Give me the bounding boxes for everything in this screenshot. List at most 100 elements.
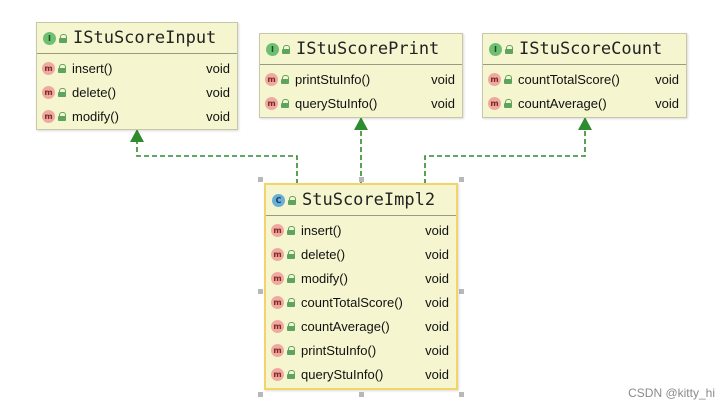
public-lock-icon [504,74,512,84]
selection-handle[interactable] [258,392,263,397]
method-return-type: void [431,71,455,87]
edge-impl-to-count [424,130,586,184]
method-row[interactable]: m delete() void [37,80,237,104]
method-name: countTotalScore() [518,71,620,87]
method-name: queryStuInfo() [301,366,384,382]
interface-header: I IStuScoreCount [483,34,686,65]
method-row[interactable]: m printStuInfo() void [260,67,462,91]
selection-handle[interactable] [459,392,464,397]
method-row[interactable]: m countAverage() void [483,91,686,115]
method-name: countAverage() [301,318,390,334]
method-row[interactable]: m queryStuInfo() void [266,362,456,386]
method-return-type: void [431,95,455,111]
method-icon: m [488,72,501,86]
method-row[interactable]: m modify() void [37,104,237,128]
method-row[interactable]: m insert() void [37,56,237,80]
method-icon: m [488,96,501,110]
method-return-type: void [425,270,449,286]
method-name: insert() [72,60,113,76]
method-return-type: void [206,108,230,124]
interface-header: I IStuScoreInput [37,23,237,54]
interface-box-istuscoreprint[interactable]: I IStuScorePrint m printStuInfo() void m… [259,33,463,118]
method-icon: m [271,295,284,309]
arrowhead-input [130,129,144,142]
method-return-type: void [425,342,449,358]
method-name: countAverage() [518,95,607,111]
method-name: countTotalScore() [301,294,403,310]
method-row[interactable]: m queryStuInfo() void [260,91,462,115]
selection-handle[interactable] [258,289,263,294]
arrowhead-count [578,117,592,130]
method-name: insert() [301,222,342,238]
method-name: delete() [301,246,346,262]
public-lock-icon [287,369,295,379]
method-icon: m [42,109,55,123]
public-lock-icon [287,225,295,235]
method-return-type: void [425,366,449,382]
method-icon: m [271,223,284,237]
public-lock-icon [58,63,66,73]
interface-name: IStuScoreCount [519,39,663,59]
method-name: modify() [72,108,119,124]
method-return-type: void [206,84,230,100]
method-row[interactable]: m insert() void [266,218,456,242]
method-return-type: void [655,95,679,111]
method-name: modify() [301,270,348,286]
method-icon: m [271,319,284,333]
public-lock-icon [287,345,295,355]
method-icon: m [271,343,284,357]
public-lock-icon [287,321,295,331]
arrowhead-print [354,117,368,130]
method-icon: m [271,247,284,261]
method-return-type: void [655,71,679,87]
interface-name: IStuScoreInput [73,28,217,48]
method-name: printStuInfo() [301,342,377,358]
method-row[interactable]: m countTotalScore() void [483,67,686,91]
selection-handle[interactable] [359,392,364,397]
method-row[interactable]: m modify() void [266,266,456,290]
selection-handle[interactable] [258,177,263,182]
class-header: C StuScoreImpl2 [266,185,456,216]
method-return-type: void [425,294,449,310]
public-lock-icon [59,33,67,43]
public-lock-icon [287,297,295,307]
method-icon: m [265,72,278,86]
method-row[interactable]: m countAverage() void [266,314,456,338]
public-lock-icon [504,98,512,108]
public-lock-icon [288,195,296,205]
class-name: StuScoreImpl2 [302,190,436,210]
interface-header: I IStuScorePrint [260,34,462,65]
method-row[interactable]: m countTotalScore() void [266,290,456,314]
public-lock-icon [282,44,290,54]
method-name: queryStuInfo() [295,95,378,111]
method-icon: m [42,85,55,99]
selection-handle[interactable] [459,289,464,294]
interface-name: IStuScorePrint [296,39,440,59]
interface-icon: I [43,31,56,45]
public-lock-icon [58,87,66,97]
interface-icon: I [489,42,502,56]
method-icon: m [42,61,55,75]
method-return-type: void [425,222,449,238]
watermark: CSDN @kitty_hi [628,386,715,400]
selection-handle[interactable] [459,177,464,182]
method-name: delete() [72,84,117,100]
edge-impl-to-input [136,142,298,184]
method-return-type: void [206,60,230,76]
class-box-stuscoreimpl2[interactable]: C StuScoreImpl2 m insert() void m delete… [264,183,458,390]
public-lock-icon [281,98,289,108]
interface-icon: I [266,42,279,56]
method-name: printStuInfo() [295,71,371,87]
interface-box-istuscorecount[interactable]: I IStuScoreCount m countTotalScore() voi… [482,33,687,118]
method-row[interactable]: m delete() void [266,242,456,266]
method-icon: m [271,367,284,381]
interface-box-istuscoreinput[interactable]: I IStuScoreInput m insert() void m delet… [36,22,238,130]
method-icon: m [265,96,278,110]
public-lock-icon [287,249,295,259]
method-row[interactable]: m printStuInfo() void [266,338,456,362]
method-return-type: void [425,318,449,334]
public-lock-icon [58,111,66,121]
public-lock-icon [505,44,513,54]
selection-handle[interactable] [359,177,364,182]
